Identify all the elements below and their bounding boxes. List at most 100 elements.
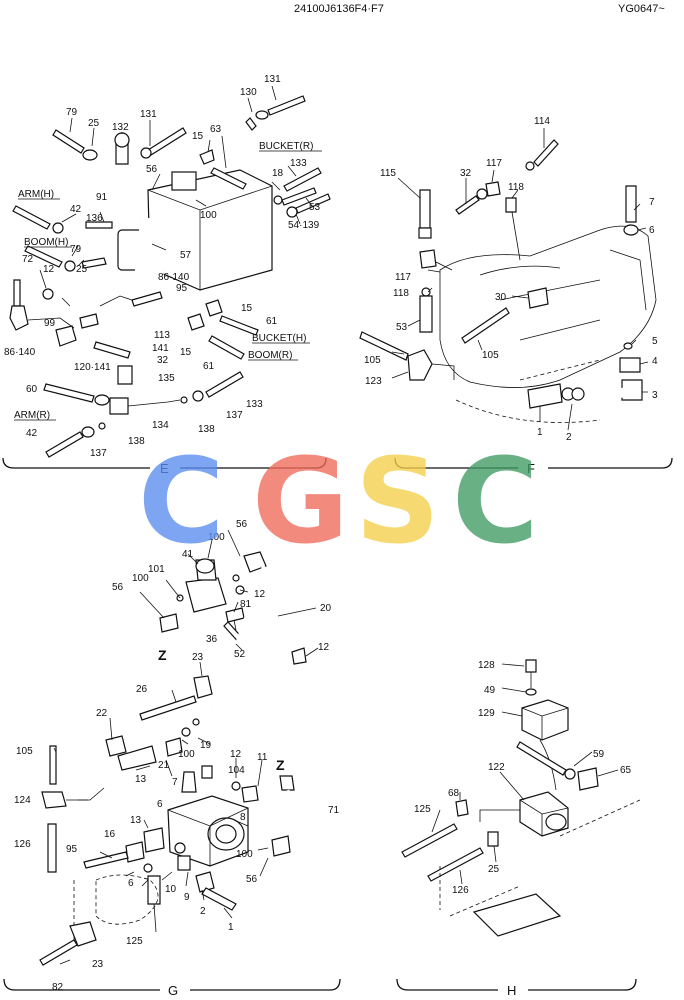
section-e-drawing: [9, 85, 331, 458]
label-e-86-140a: 86·140: [158, 272, 190, 283]
label-h-126: 126: [452, 885, 469, 896]
label-h-129: 129: [478, 708, 495, 719]
label-e-134: 134: [152, 420, 169, 431]
label-g-10: 10: [165, 884, 177, 895]
label-f-105a: 105: [364, 355, 381, 366]
label-e-133b: 133: [246, 399, 263, 410]
label-g-100a: 100: [208, 532, 225, 543]
label-g-101: 101: [148, 564, 165, 575]
label-e-72: 72: [22, 254, 34, 265]
circuit-label-boom-r: BOOM(R): [248, 350, 292, 361]
label-f-3: 3: [652, 390, 658, 401]
label-e-137b: 137: [90, 448, 107, 459]
label-e-131b: 131: [264, 74, 281, 85]
label-g-100b: 100: [132, 573, 149, 584]
label-e-61b: 61: [203, 361, 215, 372]
label-g-104: 104: [228, 765, 245, 776]
label-e-130: 130: [240, 87, 257, 98]
label-g-105: 105: [16, 746, 33, 757]
label-g-125: 125: [126, 936, 143, 947]
label-g-56c: 56: [246, 874, 258, 885]
label-e-136: 136: [86, 213, 103, 224]
label-e-113: 113: [154, 330, 170, 341]
label-g-21: 21: [158, 760, 170, 771]
label-g-56b: 56: [112, 582, 124, 593]
label-e-15b: 15: [241, 303, 253, 314]
label-e-25a: 25: [88, 118, 100, 129]
label-g-23a: 23: [192, 652, 204, 663]
circuit-label-bucket-h: BUCKET(H): [252, 333, 306, 344]
label-g-52: 52: [234, 649, 246, 660]
label-g-19: 19: [200, 740, 212, 751]
marker-z-lower: Z: [276, 757, 285, 773]
label-g-9: 9: [184, 892, 190, 903]
label-e-137a: 137: [226, 410, 243, 421]
label-e-138a: 138: [198, 424, 215, 435]
label-g-6a: 6: [157, 799, 163, 810]
label-h-59: 59: [593, 749, 605, 760]
label-f-7: 7: [649, 197, 655, 208]
label-g-100c: 100: [178, 749, 195, 760]
section-dividers: [2, 457, 673, 991]
label-g-82: 82: [52, 982, 64, 993]
label-e-63: 63: [210, 124, 222, 135]
label-e-18: 18: [272, 168, 284, 179]
label-g-1: 1: [228, 922, 234, 933]
label-e-42a: 42: [70, 204, 82, 215]
label-g-12a: 12: [254, 589, 266, 600]
label-g-71: 71: [328, 805, 340, 816]
label-h-128: 128: [478, 660, 495, 671]
label-f-118b: 118: [393, 288, 409, 299]
label-h-125: 125: [414, 804, 431, 815]
label-e-25b: 25: [76, 264, 88, 275]
label-g-22: 22: [96, 708, 108, 719]
label-g-7: 7: [172, 777, 178, 788]
label-e-56a: 56: [146, 164, 158, 175]
label-f-118a: 118: [508, 182, 524, 193]
section-label-f: F: [527, 461, 535, 476]
label-h-49: 49: [484, 685, 496, 696]
watermark-letter-s: S: [355, 432, 440, 570]
label-h-122: 122: [488, 762, 505, 773]
diagram-code: 24100J6136F4·F7: [294, 3, 384, 15]
label-f-4: 4: [652, 356, 658, 367]
label-e-120-141: 120·141: [74, 362, 111, 373]
label-g-26: 26: [136, 684, 148, 695]
label-h-68: 68: [448, 788, 460, 799]
label-g-12c: 12: [230, 749, 242, 760]
label-f-1: 1: [537, 427, 543, 438]
label-e-79b: 79: [70, 244, 82, 255]
label-e-132: 132: [112, 122, 129, 133]
label-g-124: 124: [14, 795, 31, 806]
label-f-115: 115: [380, 168, 396, 179]
label-g-8: 8: [240, 812, 246, 823]
label-f-114: 114: [534, 116, 550, 127]
label-g-126: 126: [14, 839, 31, 850]
label-f-117b: 117: [395, 272, 411, 283]
label-f-123: 123: [365, 376, 382, 387]
label-e-91: 91: [96, 192, 108, 203]
label-e-15a: 15: [192, 131, 204, 142]
watermark-letter-c1: C: [138, 432, 225, 570]
label-e-86-140b: 86·140: [4, 347, 36, 358]
label-g-12b: 12: [318, 642, 330, 653]
label-e-54-139: 54·139: [288, 220, 320, 231]
label-f-5: 5: [652, 336, 658, 347]
section-f-drawing: [359, 128, 657, 431]
label-e-42b: 42: [26, 428, 38, 439]
label-e-15c: 15: [180, 347, 192, 358]
label-e-32: 32: [157, 355, 169, 366]
label-e-133a: 133: [290, 158, 307, 169]
label-e-100: 100: [200, 210, 217, 221]
label-g-13b: 13: [130, 815, 142, 826]
label-e-141: 141: [152, 343, 169, 354]
watermark-letter-g: G: [252, 432, 349, 570]
label-f-30: 30: [495, 292, 507, 303]
label-g-56a: 56: [236, 519, 248, 530]
label-e-138b: 138: [128, 436, 145, 447]
label-g-2: 2: [200, 906, 206, 917]
label-g-23b: 23: [92, 959, 104, 970]
label-g-41: 41: [182, 549, 194, 560]
section-h-drawing: [401, 659, 641, 937]
cgsc-watermark: C G S C: [138, 432, 539, 570]
